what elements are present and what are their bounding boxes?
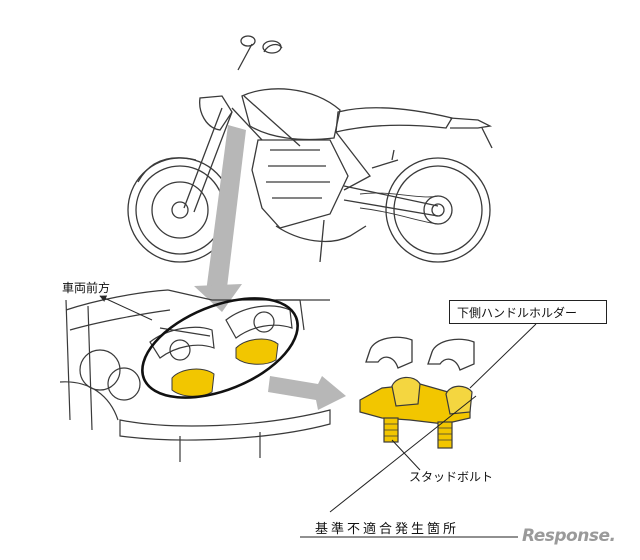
lower-handle-holder-part: [359, 376, 473, 449]
callout-arrow-down: [194, 125, 246, 312]
non-conforming-site-label: 基準不適合発生箇所: [315, 522, 460, 537]
stud-bolt-label: スタッドボルト: [409, 470, 494, 484]
motorcycle-illustration: [127, 35, 493, 263]
leader-lines: [329, 323, 537, 513]
upper-holder-caps: [365, 336, 475, 371]
vehicle-front-label: 車両前方: [62, 281, 111, 295]
detail-highlight-ellipse: [141, 297, 299, 399]
lower-handle-holder-label-box: [449, 300, 607, 324]
lower-handle-holder-label: 下側ハンドルホルダー: [457, 306, 578, 320]
callout-arrow-right: [268, 376, 346, 410]
response-watermark-logo: Response.: [522, 526, 616, 546]
vehicle-front-arrow: [99, 295, 153, 321]
lower-holder-highlight-detail: [171, 338, 279, 397]
